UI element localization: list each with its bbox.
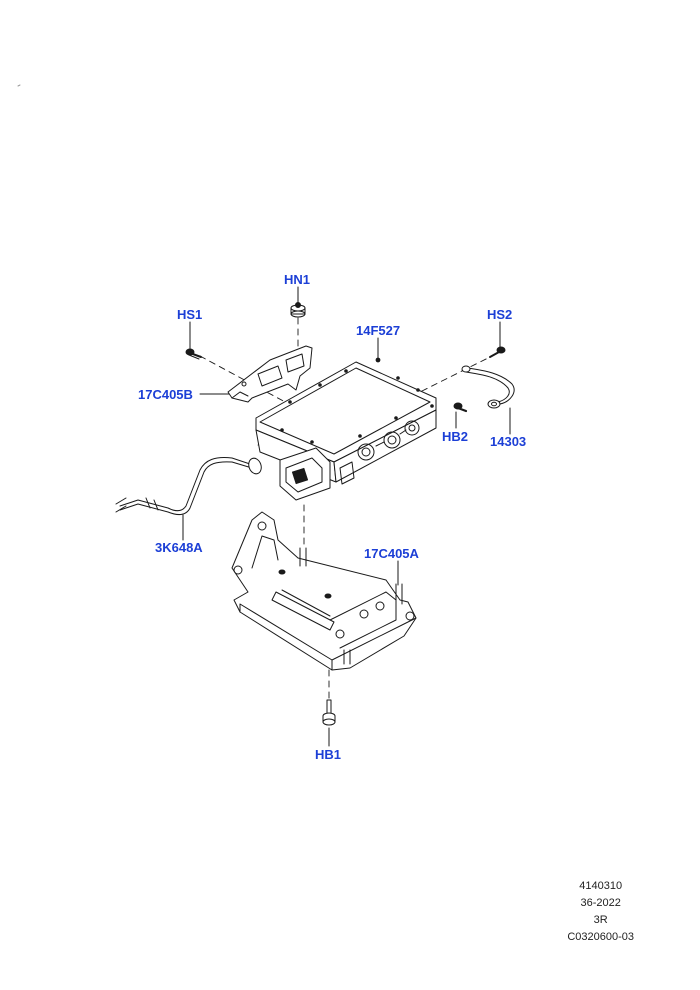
- hs2-screw-icon: [489, 346, 506, 358]
- hn1-nut-icon: [290, 302, 306, 318]
- callout-hn1[interactable]: HN1: [284, 272, 311, 287]
- callout-hb2[interactable]: HB2: [442, 429, 469, 444]
- reference-block: 4140310 36-2022 3R C0320600-03: [567, 878, 634, 946]
- callout-17c405a[interactable]: 17C405A: [364, 546, 419, 561]
- bracket-17c405a-icon: [231, 511, 417, 671]
- hs1-screw-icon: [185, 348, 202, 360]
- reference-id: C0320600-03: [567, 931, 634, 943]
- callout-hs1[interactable]: HS1: [177, 307, 203, 322]
- bracket-17c405b-icon: [227, 345, 313, 403]
- reference-date: 36-2022: [580, 897, 621, 909]
- reference-number: 4140310: [579, 880, 623, 892]
- corner-mark: [17, 84, 21, 87]
- hb1-bolt-icon: [322, 699, 336, 726]
- callout-3k648a[interactable]: 3K648A: [155, 540, 203, 555]
- callout-hb1[interactable]: HB1: [315, 747, 342, 762]
- callout-14f527[interactable]: 14F527: [356, 323, 401, 338]
- cable-14303-icon: [461, 365, 515, 409]
- hb2-bolt-icon: [453, 402, 468, 413]
- pipe-3k648a-icon: [115, 457, 262, 516]
- callout-17c405b[interactable]: 17C405B: [138, 387, 193, 402]
- module-14f527-icon: [255, 357, 437, 501]
- callout-14303[interactable]: 14303: [490, 434, 527, 449]
- callout-hs2[interactable]: HS2: [487, 307, 513, 322]
- callout-leaders: [182, 286, 511, 747]
- reference-code: 3R: [593, 914, 608, 926]
